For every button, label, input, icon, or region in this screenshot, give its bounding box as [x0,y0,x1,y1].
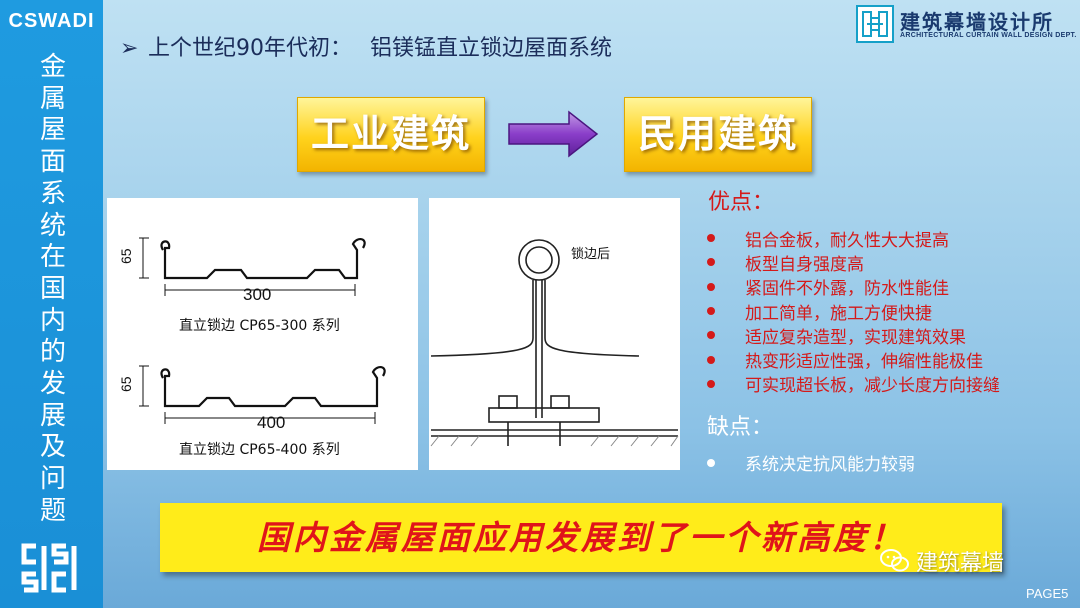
vertical-title: 金属屋面系统在国内的发展及问题 [36,52,70,528]
profile2-width: 400 [257,413,285,432]
seam-label: 锁边后 [571,246,610,262]
arrow-bullet-icon: ➢ [120,36,139,61]
conclusion-banner: 国内金属屋面应用发展到了一个新高度！ [160,503,1002,572]
vertical-title-char: 及 [39,432,66,463]
bullet-dot-icon [707,458,715,467]
vertical-title-char: 在 [39,242,66,273]
bullet-dot-icon [707,331,715,340]
headline: ➢ 上个世纪90年代初： 铝镁锰直立锁边屋面系统 [120,30,612,62]
vertical-title-char: 屋 [39,115,66,146]
list-item: 加工简单，施工方便快捷 [707,299,1000,324]
vertical-title-char: 问 [39,464,66,495]
bullet-dot-icon [707,355,715,364]
civil-building-box: 民用建筑 [624,97,812,172]
bullet-dot-icon [707,234,715,243]
advantages-list: 铝合金板，耐久性大大提高 板型自身强度高 紧固件不外露，防水性能佳 加工简单，施… [707,226,1000,396]
list-item: 热变形适应性强，伸缩性能极佳 [707,347,1000,372]
industrial-building-box: 工业建筑 [297,97,485,172]
profile-drawing-panel: 65 300 直立锁边 CP65-300 系列 65 400 直立锁边 CP65 [107,198,418,470]
sidebar: CSWADI 金属屋面系统在国内的发展及问题 [0,0,103,608]
vertical-title-char: 面 [39,147,66,178]
vertical-title-char: 金 [39,52,66,82]
wechat-watermark: 建筑幕墙 [880,545,1004,577]
profile1-width: 300 [243,285,271,304]
profile-cp65-300: 65 300 直立锁边 CP65-300 系列 [118,237,366,334]
vertical-title-char: 统 [39,210,66,241]
vertical-title-char: 发 [39,369,66,400]
profile2-caption: 直立锁边 CP65-400 系列 [179,441,340,458]
cscec-logo-icon [21,543,77,593]
bullet-dot-icon [707,307,715,316]
profile-drawing: 65 300 直立锁边 CP65-300 系列 65 400 直立锁边 CP65 [118,237,386,458]
seam-section-panel: 锁边后 [429,198,680,470]
seam-section-drawing: 锁边后 [430,239,679,447]
brand-code: CSWADI [8,10,95,32]
profile1-height: 65 [118,248,134,264]
disadvantages-title: 缺点： [707,415,774,440]
list-item: 铝合金板，耐久性大大提高 [707,226,1000,251]
profile1-caption: 直立锁边 CP65-300 系列 [179,317,340,334]
watermark-text: 建筑幕墙 [916,551,1005,576]
vertical-title-char: 展 [39,400,66,431]
wechat-icon [880,549,909,572]
vertical-title-char: 国 [39,273,66,304]
profile-cp65-400: 65 400 直立锁边 CP65-400 系列 [118,365,386,458]
bullet-dot-icon [707,379,715,388]
design-dept-logo-icon [856,5,894,43]
vertical-title-char: 属 [39,83,66,114]
org-name: 建筑幕墙设计所 [900,10,1054,34]
headline-prefix: 上个世纪90年代初： [148,36,352,61]
page-number: PAGE5 [1026,586,1069,601]
profile2-height: 65 [118,376,134,392]
bullet-dot-icon [707,258,715,267]
headline-subject: 铝镁锰直立锁边屋面系统 [370,36,613,61]
org-name-en: ARCHITECTURAL CURTAIN WALL DESIGN DEPT. [900,32,1077,39]
list-item: 适应复杂造型，实现建筑效果 [707,323,1000,348]
list-item: 系统决定抗风能力较弱 [707,450,915,475]
advantages-title: 优点： [708,190,775,215]
list-item: 紧固件不外露，防水性能佳 [707,275,1000,299]
right-arrow-icon [508,110,599,158]
vertical-title-char: 的 [39,337,66,368]
vertical-title-char: 内 [39,305,66,336]
vertical-title-char: 题 [39,495,66,526]
list-item: 板型自身强度高 [707,250,1000,275]
bullet-dot-icon [707,282,715,291]
list-item: 可实现超长板，减少长度方向接缝 [707,372,1000,396]
vertical-title-char: 系 [39,178,66,209]
